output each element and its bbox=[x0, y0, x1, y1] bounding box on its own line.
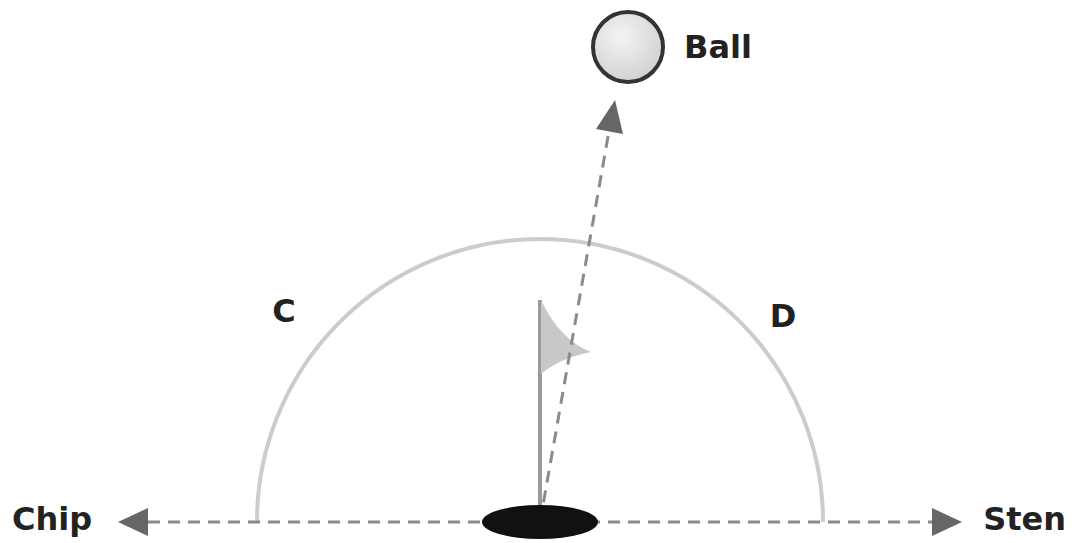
ball-path-dashed bbox=[540, 131, 609, 522]
ball-label: Ball bbox=[684, 31, 752, 63]
direction-label: Chip bbox=[12, 503, 92, 535]
hole bbox=[482, 505, 598, 539]
flag bbox=[541, 300, 591, 374]
arrow-head-left bbox=[118, 508, 148, 536]
golf-ball bbox=[593, 12, 663, 82]
region-label: D bbox=[770, 300, 797, 332]
arrow-head-ball bbox=[596, 100, 623, 134]
arrow-head-right bbox=[932, 508, 962, 536]
direction-label: Sten bbox=[983, 503, 1066, 535]
boundary-arc bbox=[257, 239, 823, 522]
region-label: C bbox=[272, 295, 295, 327]
